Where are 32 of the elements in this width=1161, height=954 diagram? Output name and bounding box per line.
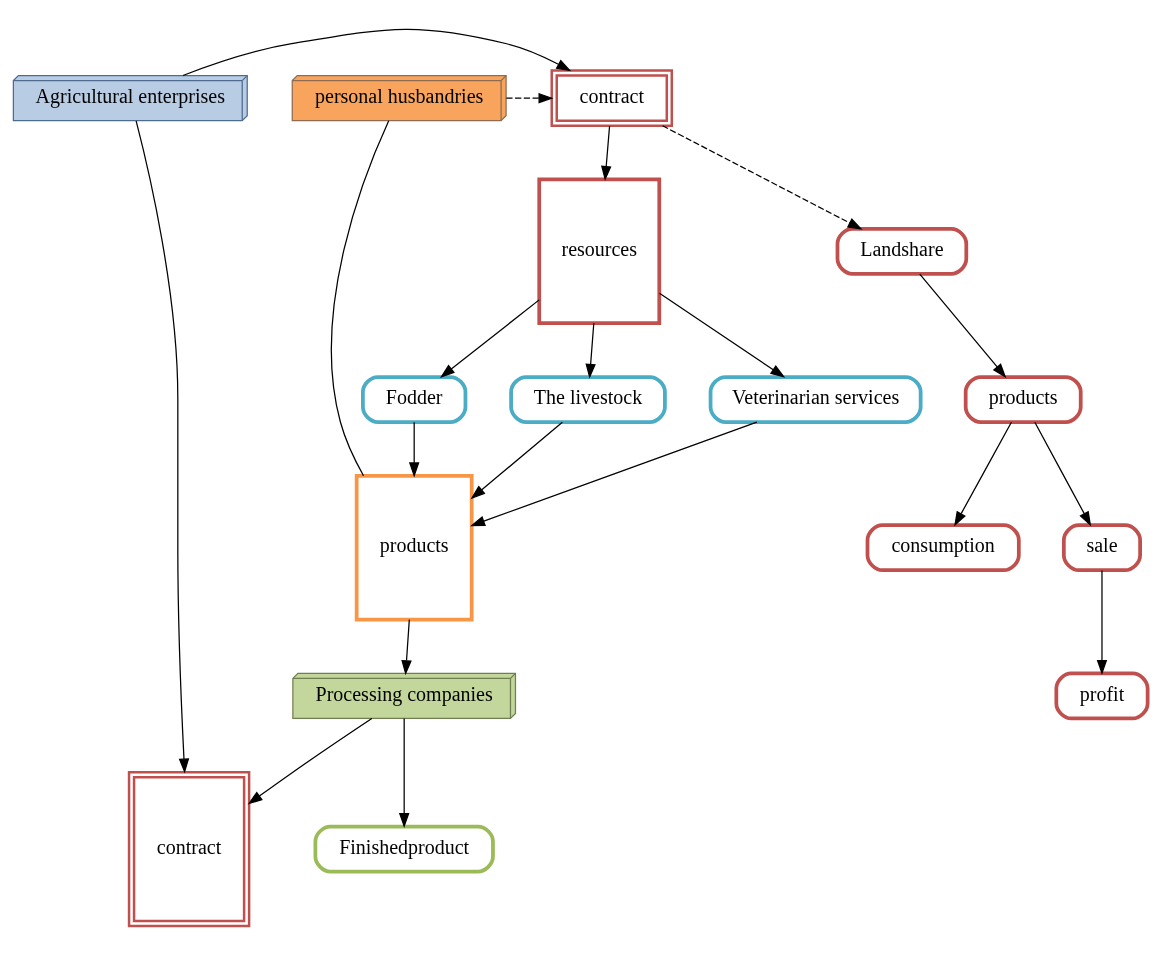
arrow xyxy=(505,92,554,103)
arrow xyxy=(470,421,563,499)
node-box: The livestock xyxy=(509,374,667,424)
node-box: consumption xyxy=(865,522,1021,572)
node-box: contract xyxy=(127,770,251,927)
node-box: Landshare xyxy=(835,226,969,276)
arrow xyxy=(658,292,786,378)
node-box: sale xyxy=(1061,522,1142,572)
arrow xyxy=(470,420,758,526)
node-box: Finishedproduct xyxy=(313,824,495,873)
arrow xyxy=(601,124,612,181)
arrow xyxy=(408,421,420,477)
arrow xyxy=(401,618,412,675)
node-box: products xyxy=(354,473,474,621)
arrow xyxy=(398,717,410,828)
arrow xyxy=(439,298,540,378)
arrow xyxy=(954,421,1012,527)
node-box: Veterinarian services xyxy=(708,374,923,424)
arrow xyxy=(247,717,373,805)
node-box: resources xyxy=(537,177,662,325)
arrow xyxy=(919,272,1007,378)
node-box: contract xyxy=(550,68,674,127)
node-box: profit xyxy=(1054,671,1150,720)
arrow xyxy=(585,322,596,379)
arrow xyxy=(182,28,572,76)
arrow xyxy=(1096,569,1108,675)
arrow xyxy=(662,124,863,230)
arrow xyxy=(135,119,190,774)
node-box: products xyxy=(963,374,1083,424)
connector xyxy=(331,119,390,476)
node-box: Fodder xyxy=(361,374,468,424)
arrow xyxy=(1034,421,1092,527)
